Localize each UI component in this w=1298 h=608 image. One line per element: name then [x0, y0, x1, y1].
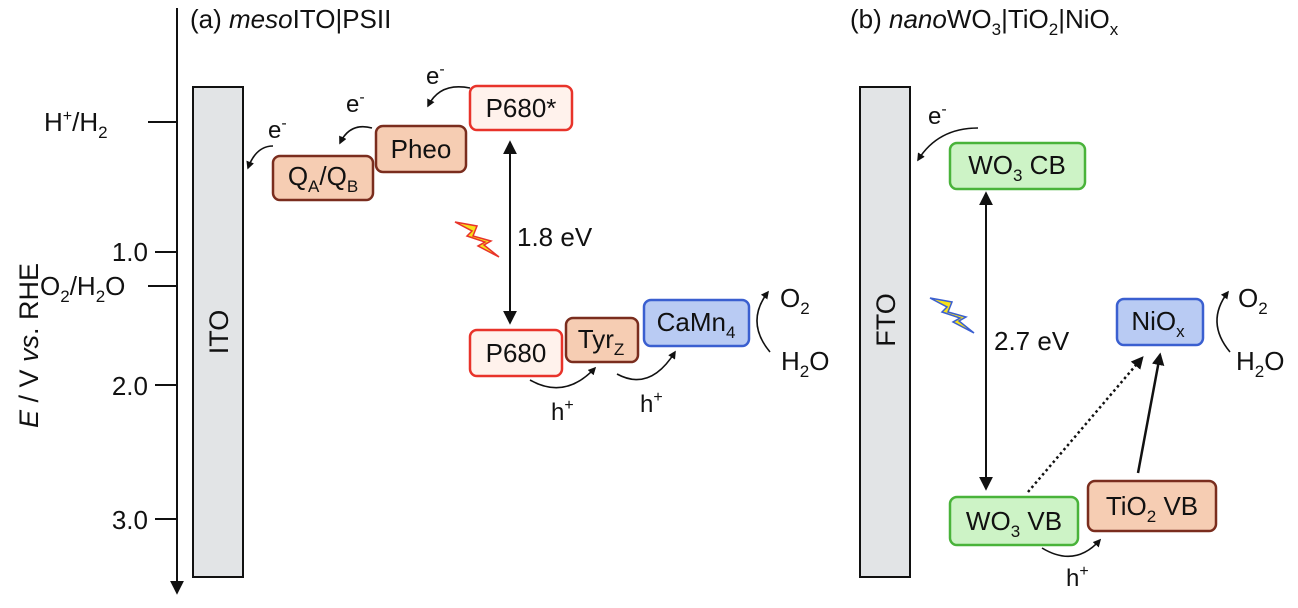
electron-label-3: e-: [268, 115, 287, 144]
p680-box: [468, 328, 564, 378]
p680-label: P680: [486, 338, 547, 368]
tyrz-label: TyrZ: [578, 324, 625, 359]
tick-label-2: 2.0: [112, 371, 148, 401]
fto-electrode: [859, 86, 911, 578]
lightning-icon-b: [929, 297, 975, 334]
wo3-cb-label: WO3 CB: [968, 150, 1066, 185]
hole-arrow-b: [1041, 538, 1102, 558]
electron-arrow-3: [246, 145, 274, 170]
niox-box: [1115, 297, 1205, 347]
ref-o2-label: O2/H2O: [40, 271, 125, 306]
wo3-cb-box: [948, 141, 1087, 191]
tick-label-1: 1.0: [112, 237, 148, 267]
p680-star-box: [468, 84, 574, 132]
o2-label-b: O2: [1238, 283, 1268, 318]
potential-axis: 1.0 2.0 3.0 H+/H2 O2/H2O E / V vs. RHE: [14, 8, 184, 595]
axis-label: E / V vs. RHE: [14, 263, 44, 428]
tio2-vb-box: [1086, 479, 1218, 533]
electron-arrow-b: [917, 127, 979, 162]
wo3-vb-box: [948, 495, 1080, 547]
electron-label-b: e-: [928, 101, 947, 130]
ito-label: ITO: [204, 310, 234, 355]
panel-a-title: (a) mesoITO|PSII: [190, 4, 391, 34]
tio2-to-niox-arrow: [1136, 352, 1165, 474]
lightning-icon-a: [454, 221, 500, 258]
niox-label: NiOx: [1131, 306, 1185, 341]
ref-h2-label: H+/H2: [44, 107, 108, 142]
panel-a: (a) mesoITO|PSII ITO P680* Pheo QA/QB e-…: [190, 4, 829, 578]
tick-label-3: 3.0: [112, 505, 148, 535]
fto-label: FTO: [871, 293, 901, 347]
o2-label-a: O2: [780, 283, 810, 318]
p680-star-label: P680*: [486, 93, 557, 123]
camn4-box: [642, 298, 751, 348]
direct-hole-arrow: [1027, 356, 1144, 493]
h2o-label-b: H2O: [1236, 346, 1284, 381]
panel-b: (b) nanoWO3|TiO2|NiOx FTO WO3 CB e- 2.7 …: [850, 4, 1284, 592]
qa-qb-label: QA/QB: [288, 161, 358, 196]
panel-b-title: (b) nanoWO3|TiO2|NiOx: [850, 4, 1119, 39]
wo3-vb-label: WO3 VB: [966, 506, 1062, 541]
electron-label-1: e-: [426, 61, 445, 90]
hole-arrow-2: [616, 350, 676, 381]
hole-arrow-1: [529, 366, 597, 389]
water-oxidation-arrow-b: [1216, 290, 1231, 353]
tyrz-box: [564, 316, 640, 364]
hole-label-1: h+: [551, 397, 574, 426]
electron-arrow-1: [427, 86, 471, 108]
electron-arrow-2: [339, 125, 373, 145]
qa-qb-box: [271, 154, 375, 202]
camn4-label: CaMn4: [657, 307, 736, 342]
ito-electrode: [192, 86, 244, 578]
h2o-label-a: H2O: [781, 346, 829, 381]
tio2-vb-label: TiO2 VB: [1106, 491, 1198, 526]
pheo-label: Pheo: [391, 134, 452, 164]
water-oxidation-arrow-a: [756, 290, 771, 353]
gap-label-a: 1.8 eV: [517, 222, 593, 252]
hole-label-2: h+: [640, 389, 663, 418]
gap-label-b: 2.7 eV: [994, 326, 1070, 356]
electron-label-2: e-: [346, 89, 365, 118]
hole-label-b: h+: [1066, 563, 1089, 592]
pheo-box: [374, 124, 468, 174]
